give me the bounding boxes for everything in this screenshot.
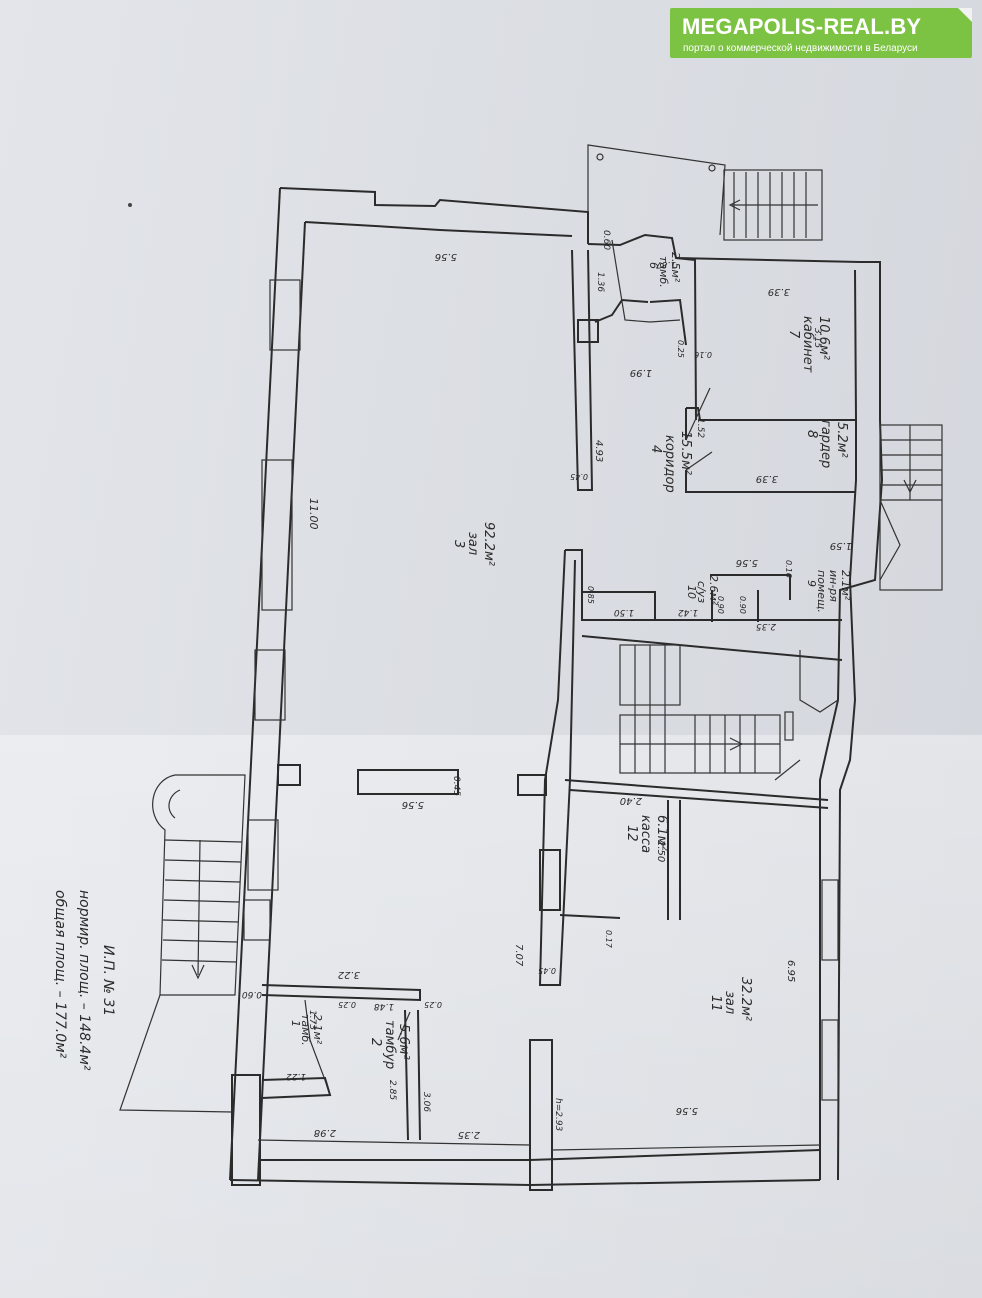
- room-3-name: зал: [465, 532, 480, 555]
- total-area: общая площ. – 177.0м²: [52, 890, 68, 1059]
- plan-number: И.П. № 31: [100, 945, 116, 1016]
- dim-label: 6.95: [785, 960, 796, 982]
- room-labels: 3 зал 92.2м² 4 коридор 15.5м² 6 тамб. 2.…: [289, 252, 852, 1069]
- room-12-num: 12: [624, 825, 639, 842]
- top-entrance: [587, 144, 823, 241]
- room-2-name: тамбур: [382, 1020, 397, 1069]
- dim-label: h=2.93: [553, 1098, 563, 1132]
- dim-label: 0.25: [338, 1000, 356, 1009]
- logo-corner-fold: [958, 8, 972, 22]
- room-9-name: помещ.: [815, 570, 828, 613]
- dim-label: 1.42: [678, 607, 698, 617]
- dim-label: 3.39: [756, 473, 778, 484]
- dim-label: 2.35: [756, 621, 776, 631]
- dim-label: 5.56: [676, 1105, 698, 1116]
- dim-label: 1.22: [286, 1071, 306, 1081]
- room-8-area: 5.2м²: [834, 422, 849, 458]
- room-10-num: 10: [685, 585, 698, 599]
- dim-label: 3.06: [421, 1092, 431, 1112]
- dim-label: 0.45: [451, 776, 461, 796]
- dim-label: 0.60: [242, 989, 262, 999]
- dim-label: 4.93: [593, 440, 604, 462]
- dim-label: 7.07: [513, 944, 524, 967]
- dim-label: 0.90: [716, 596, 725, 614]
- logo-title: MEGAPOLIS-REAL.BY: [682, 14, 922, 39]
- dim-label: 5.56: [736, 557, 758, 568]
- dim-label: 2.40: [620, 795, 642, 806]
- room-4-name: коридор: [662, 435, 677, 493]
- outer-walls: [229, 187, 884, 1191]
- dim-label: 1.36: [595, 272, 605, 292]
- room-8-name: гардер: [818, 420, 833, 468]
- dim-label: 3.15: [812, 328, 822, 348]
- dim-label: 1.73: [307, 1010, 317, 1030]
- room-7-name: кабинет: [800, 316, 815, 373]
- normed-area: нормир. площ. – 148.4м²: [76, 890, 92, 1071]
- room-11-num: 11: [708, 995, 723, 1012]
- dim-label: 0.25: [676, 340, 685, 358]
- room-9-area: 2.1м²: [839, 570, 852, 601]
- dim-label: 0.16: [694, 350, 712, 359]
- room-8-num: 8: [804, 430, 819, 438]
- dim-label: 0.90: [738, 596, 747, 614]
- room-10-area: 2.6м²: [707, 575, 720, 606]
- room-3-num: 3: [451, 540, 466, 548]
- dim-label: 1.50: [614, 607, 634, 617]
- dim-label: 2.98: [314, 1127, 336, 1138]
- dimension-labels: 5.56 11.00 5.56 0.45 0.60 1.87 1.36 3.39…: [242, 230, 852, 1140]
- dim-label: 2.50: [655, 840, 666, 862]
- room-9-name2: ин-ря: [827, 570, 840, 602]
- dim-label: 3.22: [338, 969, 360, 980]
- room-12-name: касса: [638, 815, 653, 853]
- room-2-num: 2: [368, 1038, 383, 1046]
- room-11-area: 32.2м²: [738, 977, 753, 1021]
- dim-label: 0.17: [604, 930, 613, 949]
- room-6-name: тамб.: [657, 256, 670, 288]
- room-1-area: 2.1м²: [311, 1014, 324, 1045]
- dim-label: 2.85: [387, 1080, 397, 1100]
- left-stair: [119, 774, 246, 1113]
- paper-speck: [128, 203, 132, 207]
- room-11-name: зал: [722, 991, 737, 1014]
- room-4-num: 4: [648, 445, 663, 453]
- room-6-num: 6: [647, 262, 660, 269]
- room-2-area: 5.6м²: [396, 1024, 411, 1060]
- site-logo[interactable]: MEGAPOLIS-REAL.BY портал о коммерческой …: [670, 8, 972, 58]
- room-1-name: тамб.: [299, 1014, 312, 1046]
- dim-label: 2.35: [458, 1129, 480, 1140]
- dim-label: 1.87: [656, 259, 676, 269]
- room-9-num: 9: [805, 580, 818, 587]
- room-6-area: 2.5м²: [669, 252, 682, 283]
- dim-label: 0.25: [424, 1000, 442, 1009]
- dim-label: 5.56: [402, 799, 424, 810]
- dim-label: 5.56: [435, 251, 457, 262]
- dim-label: 11.00: [307, 498, 320, 530]
- room-3-area: 92.2м²: [481, 522, 496, 566]
- room-7-area: 10.6м²: [816, 316, 831, 360]
- dim-label: 0.16: [784, 560, 793, 578]
- room-10-name: с/уз: [695, 581, 708, 603]
- room-7-num: 7: [786, 330, 801, 339]
- interior-walls: [261, 239, 855, 1141]
- plan-info: И.П. № 31 нормир. площ. – 148.4м² общая …: [52, 890, 116, 1071]
- room-12-area: 6.1м²: [654, 815, 669, 851]
- dim-label: 0.85: [586, 586, 595, 604]
- room-4-area: 15.5м²: [678, 431, 693, 475]
- logo-subtitle: портал о коммерческой недвижимости в Бел…: [683, 43, 918, 54]
- dim-label: 1.52: [695, 418, 705, 438]
- dim-label: 0.45: [538, 966, 556, 975]
- dim-label: 0.45: [570, 472, 588, 481]
- dim-label: 1.99: [630, 367, 652, 378]
- dim-label: 3.39: [768, 286, 790, 297]
- right-stair: [879, 424, 943, 591]
- room-1-num: 1: [289, 1020, 302, 1027]
- dim-label: 1.59: [830, 540, 852, 551]
- dim-label: 1.48: [374, 1001, 394, 1011]
- dim-label: 0.60: [601, 230, 611, 250]
